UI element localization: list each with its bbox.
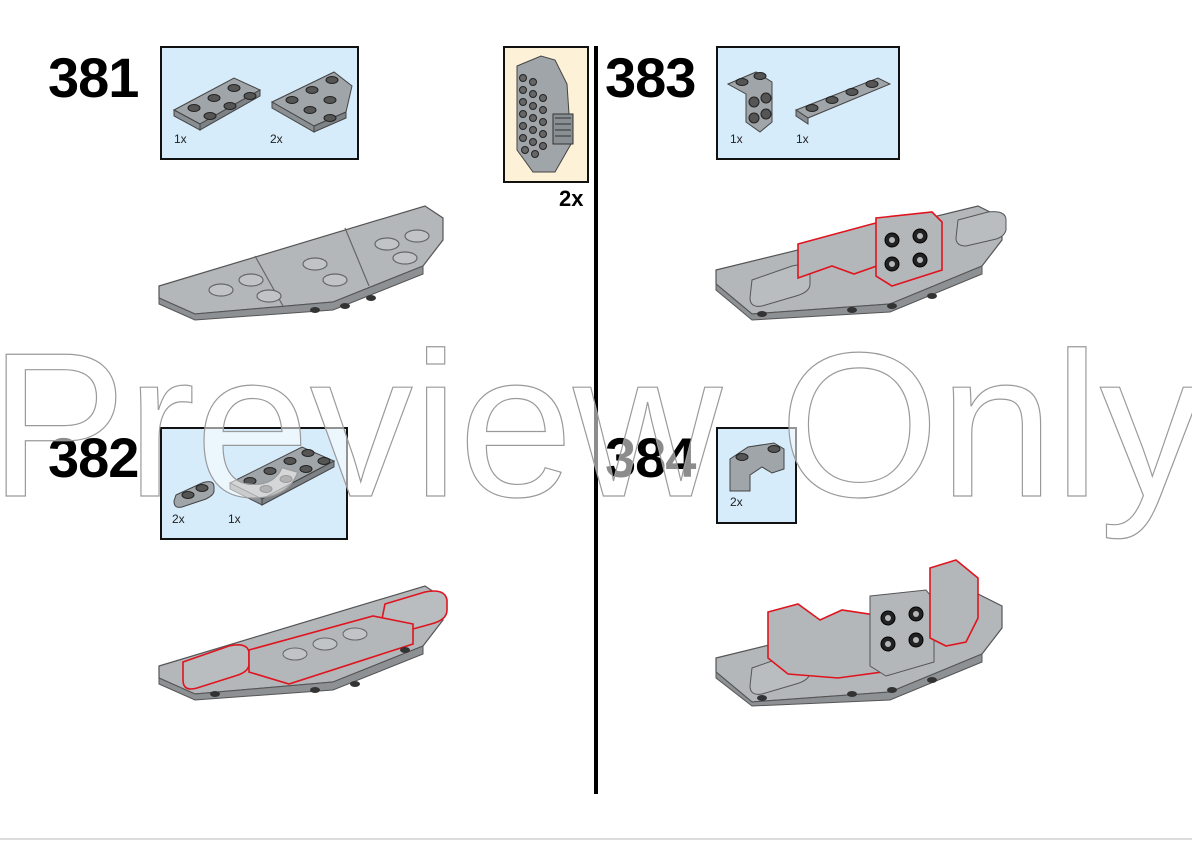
subassembly-callout [503,46,589,183]
assembly-381-illustration [158,205,444,321]
parts-list-383: 1x 1x [716,46,900,160]
part-qty: 2x [172,512,185,526]
step-number-381: 381 [48,46,139,109]
assembly-383-illustration [715,205,1007,321]
corner-brick-icon [729,442,785,492]
plate-2x3-icon [172,77,262,131]
subassembly-icon [516,55,574,173]
footer-rule [0,838,1192,840]
subassembly-qty: 2x [559,186,584,211]
assembly-382-illustration [158,585,448,701]
plate-2x4-icon [228,446,336,506]
step-number-383: 383 [605,46,696,109]
step-number-384: 384 [605,426,696,489]
part-qty: 1x [174,132,187,146]
part-qty: 2x [270,132,283,146]
page-divider [594,46,598,794]
wedge-plate-icon [270,71,353,133]
assembly-384-illustration [715,559,1003,707]
parts-list-381: 1x 2x [160,46,359,160]
part-qty: 1x [228,512,241,526]
parts-list-382: 2x 1x [160,427,348,540]
part-qty: 1x [796,132,809,146]
parts-list-384: 2x [716,427,797,524]
step-number-382: 382 [48,426,139,489]
bracket-icon [726,71,773,133]
part-qty: 1x [730,132,743,146]
plate-1x4-icon [794,77,892,125]
plate-1x2-rounded-icon [173,481,215,508]
part-qty: 2x [730,495,743,509]
